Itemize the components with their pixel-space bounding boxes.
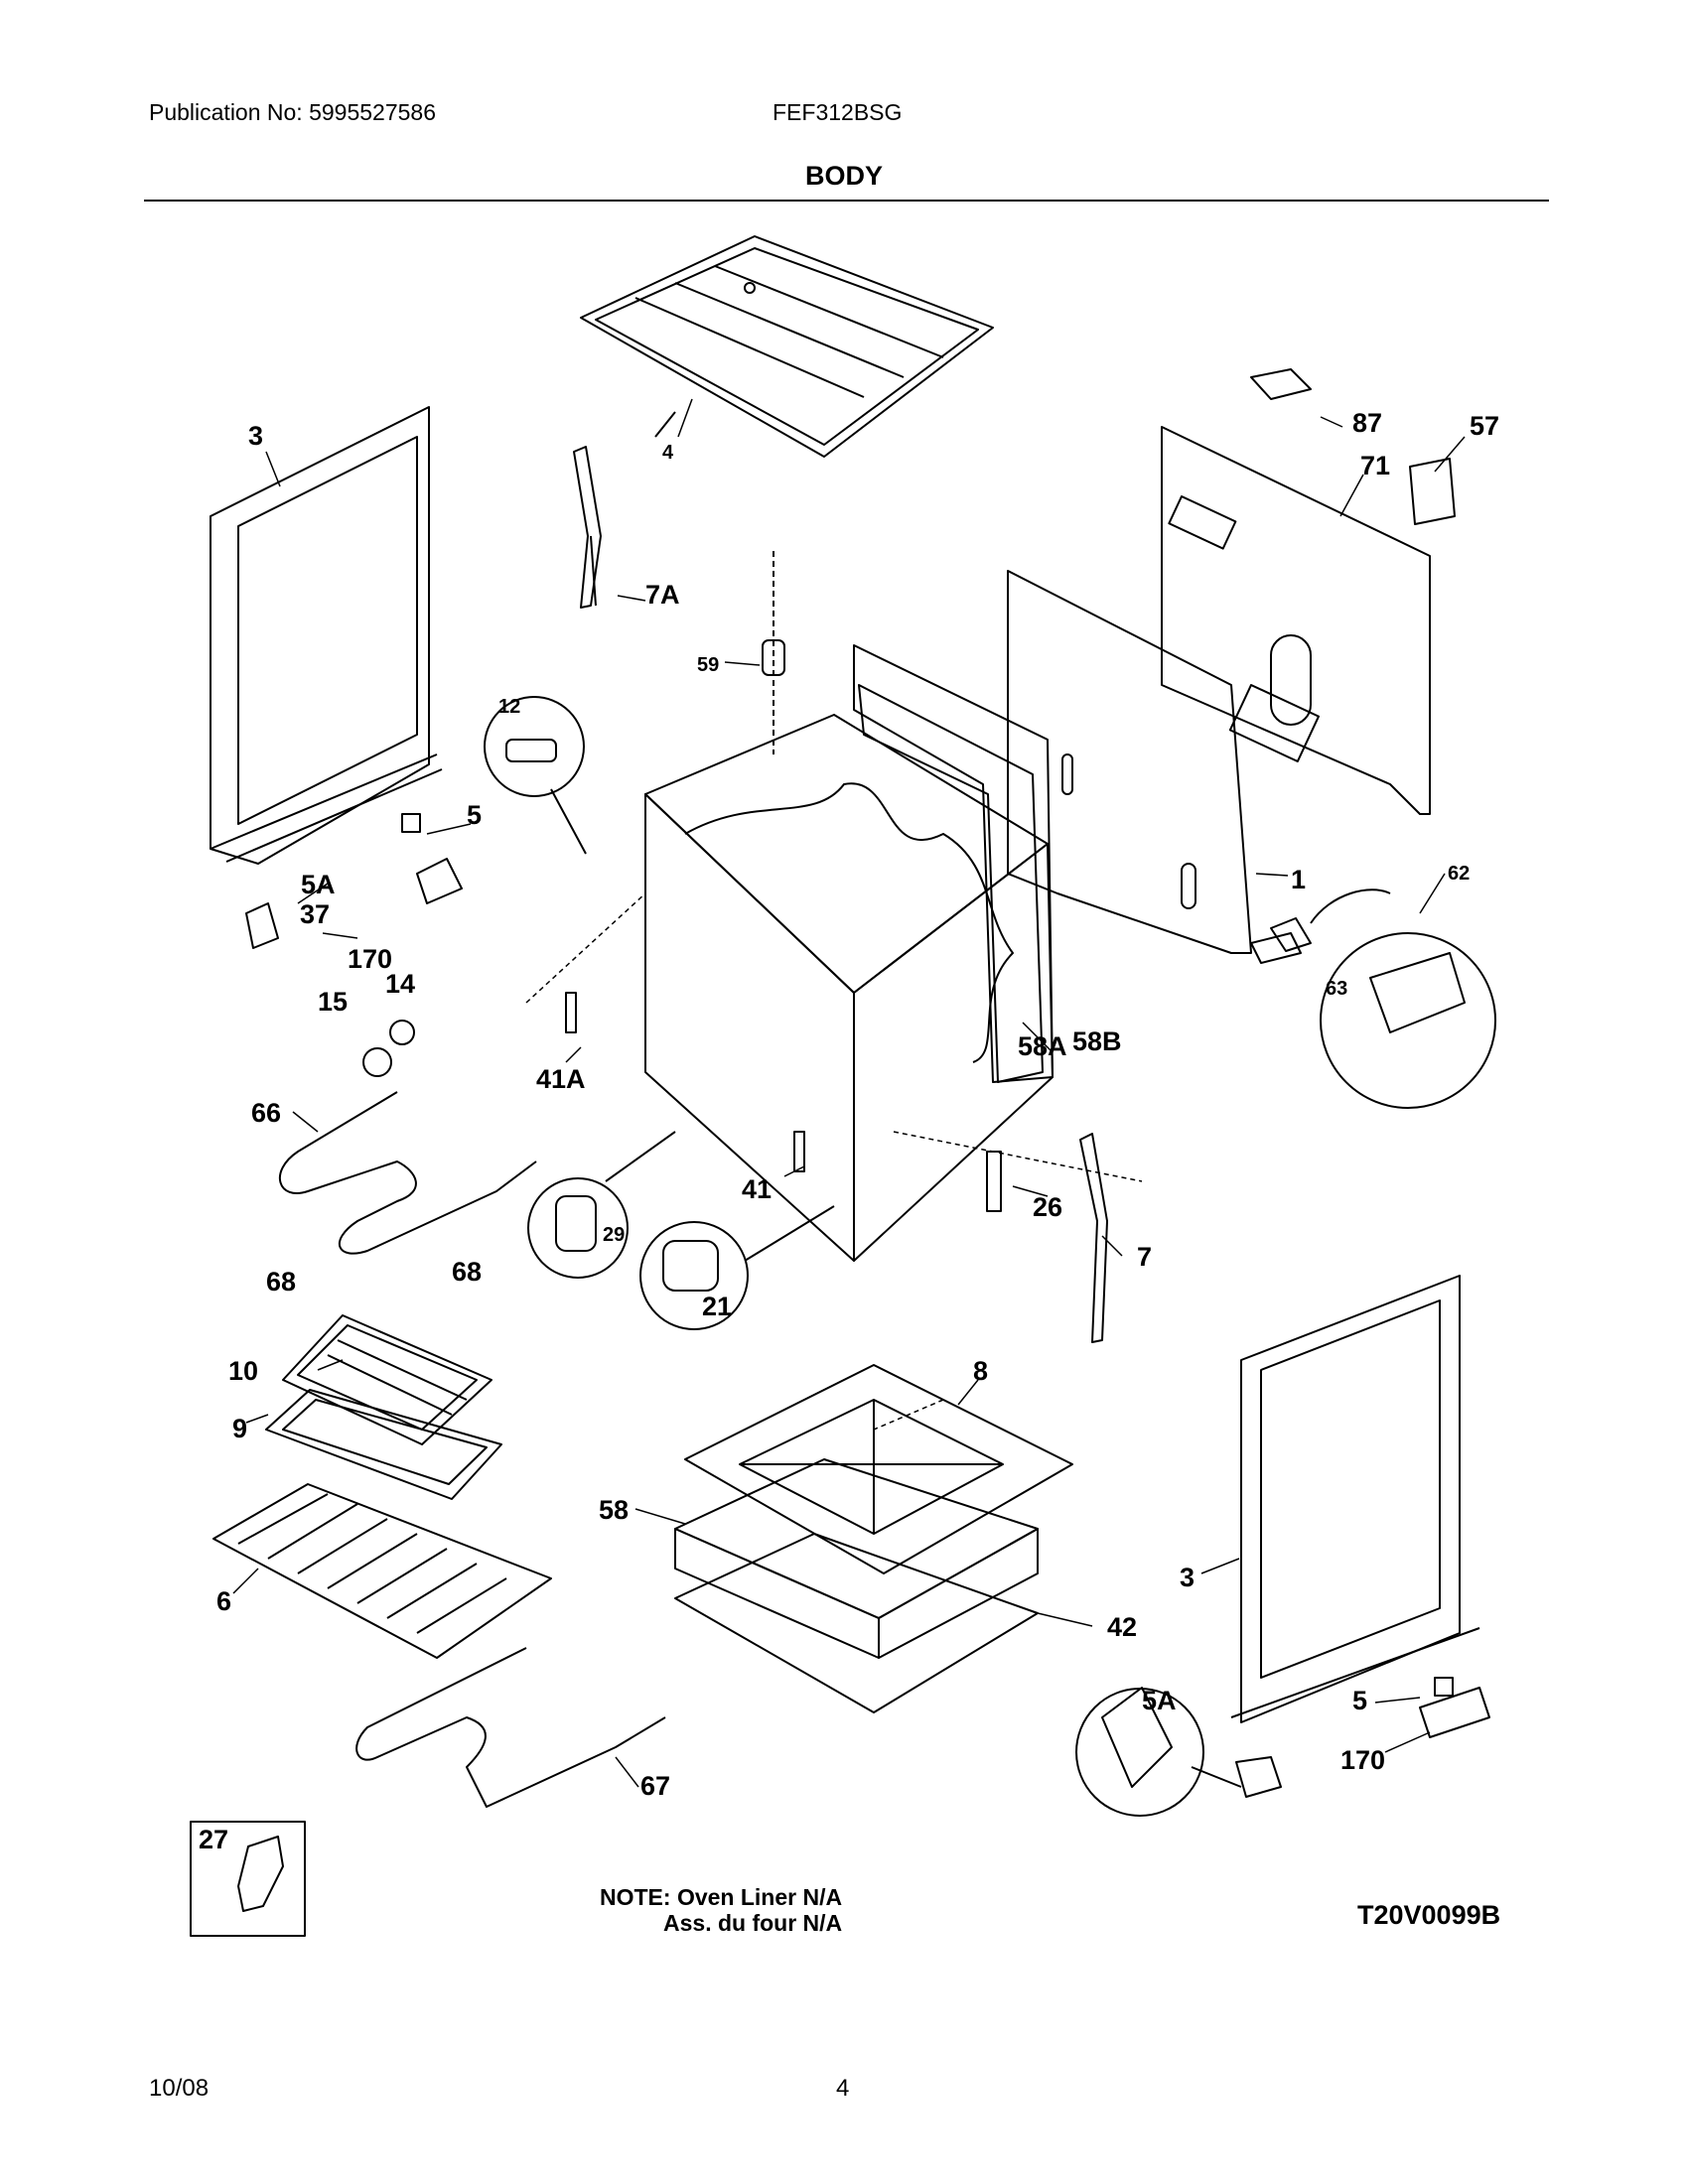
part-bake-element — [355, 1647, 666, 1808]
label-5-lower: 5 — [1352, 1686, 1367, 1715]
detail-circle-29 — [527, 1131, 676, 1279]
label-14: 14 — [385, 969, 415, 999]
label-8: 8 — [973, 1356, 988, 1386]
label-71: 71 — [1360, 451, 1390, 480]
note-oven-liner-fr: Ass. du four N/A — [663, 1910, 843, 1936]
publication-number: Publication No: 5995527586 — [149, 99, 437, 125]
label-9: 9 — [232, 1414, 247, 1443]
label-15: 15 — [318, 987, 348, 1017]
header-rule — [144, 200, 1549, 202]
label-59: 59 — [697, 654, 719, 676]
label-3-upper: 3 — [248, 421, 263, 451]
label-58A: 58A — [1018, 1031, 1067, 1061]
leader-lines — [232, 398, 1466, 1788]
label-170-lower: 170 — [1340, 1745, 1385, 1775]
label-41A: 41A — [536, 1064, 586, 1094]
label-3-lower: 3 — [1180, 1563, 1195, 1592]
label-42: 42 — [1107, 1612, 1137, 1642]
section-title: BODY — [804, 161, 883, 191]
label-68-left: 68 — [266, 1267, 296, 1297]
drawing-code: T20V0099B — [1357, 1900, 1501, 1930]
part-top-panel — [580, 235, 994, 458]
part-hinge-7 — [1079, 1133, 1108, 1343]
label-37: 37 — [300, 899, 330, 929]
inset-box-27 — [190, 1821, 306, 1937]
label-29: 29 — [603, 1224, 625, 1246]
part-hinge-7A — [573, 446, 602, 609]
part-rear-panel — [1007, 426, 1431, 954]
detail-circle-62 — [1250, 888, 1496, 1109]
label-21: 21 — [702, 1292, 732, 1321]
part-broil-element — [278, 1091, 537, 1255]
label-58B: 58B — [1072, 1026, 1122, 1056]
label-10: 10 — [228, 1356, 258, 1386]
detail-circle-21 — [639, 1205, 835, 1330]
part-broil-pan-insert — [282, 1314, 492, 1445]
part-cabinet — [644, 644, 1054, 1262]
part-broil-pan — [265, 1389, 502, 1500]
part-small-items — [245, 368, 1490, 1798]
label-7A: 7A — [645, 580, 680, 610]
label-170-upper: 170 — [348, 944, 392, 974]
label-5A-detail: 5A — [1142, 1686, 1177, 1715]
label-41: 41 — [742, 1174, 772, 1204]
label-63: 63 — [1326, 978, 1347, 1000]
page-number: 4 — [836, 2075, 850, 2102]
label-66: 66 — [251, 1098, 281, 1128]
part-side-panel-right — [1230, 1275, 1480, 1723]
label-7: 7 — [1137, 1242, 1152, 1272]
label-6: 6 — [216, 1586, 231, 1616]
footer-date: 10/08 — [149, 2075, 210, 2102]
part-labels: 1 3 3 4 5 5 5A 5A 6 7 7A 8 9 10 12 14 15… — [199, 408, 1499, 1854]
label-67: 67 — [640, 1771, 670, 1801]
model-number: FEF312BSG — [773, 99, 903, 125]
part-insulation-58B — [858, 684, 1044, 1083]
label-58: 58 — [599, 1495, 629, 1525]
note-oven-liner: NOTE: Oven Liner N/A — [600, 1884, 843, 1910]
label-62: 62 — [1448, 863, 1470, 885]
label-5A-upper: 5A — [301, 870, 336, 899]
label-12: 12 — [498, 696, 520, 718]
detail-circle-5A — [1075, 1687, 1242, 1817]
part-bottom-shield — [674, 1533, 1039, 1713]
part-insulation-58 — [674, 1458, 1039, 1659]
label-5-upper: 5 — [467, 800, 482, 830]
label-68-right: 68 — [452, 1257, 482, 1287]
label-26: 26 — [1033, 1192, 1062, 1222]
part-side-panel-left — [210, 406, 443, 865]
label-27: 27 — [199, 1825, 228, 1854]
label-4: 4 — [662, 442, 674, 464]
label-57: 57 — [1470, 411, 1499, 441]
label-87: 87 — [1352, 408, 1382, 438]
label-1: 1 — [1291, 865, 1306, 894]
part-oven-rack — [212, 1483, 552, 1659]
detail-circle-12 — [484, 696, 587, 855]
